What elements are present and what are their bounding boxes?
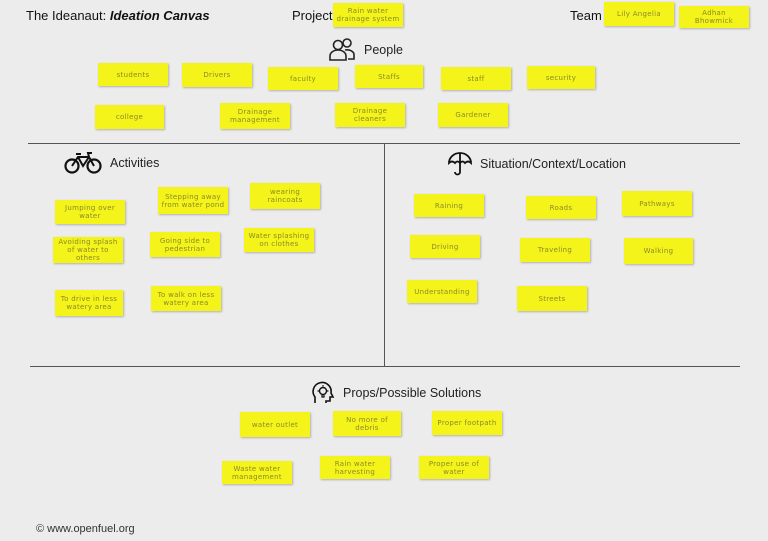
sticky-note[interactable]: wearing raincoats <box>250 183 320 209</box>
sticky-note[interactable]: faculty <box>268 67 338 90</box>
section-situation: Situation/Context/Location <box>448 151 626 177</box>
sticky-note[interactable]: Proper footpath <box>432 411 502 435</box>
sticky-note-team-2[interactable]: Adhan Bhowmick <box>679 6 749 28</box>
brand-subtitle: Ideation Canvas <box>109 8 210 23</box>
sticky-note[interactable]: Driving <box>410 235 480 258</box>
sticky-note[interactable]: security <box>527 66 595 89</box>
divider-bottom <box>30 366 740 367</box>
sticky-note[interactable]: staff <box>441 67 511 90</box>
sticky-note[interactable]: water outlet <box>240 412 310 437</box>
section-title-props: Props/Possible Solutions <box>343 386 482 400</box>
sticky-note[interactable]: Understanding <box>407 280 477 303</box>
sticky-note[interactable]: To walk on less watery area <box>151 286 221 311</box>
team-label: Team : <box>570 8 610 23</box>
sticky-note[interactable]: Drivers <box>182 63 252 87</box>
sticky-note[interactable]: Drainage cleaners <box>335 103 405 127</box>
sticky-note[interactable]: To drive in less watery area <box>55 290 123 316</box>
lightbulb-head-icon <box>311 381 335 405</box>
sticky-note[interactable]: college <box>95 105 164 129</box>
sticky-note[interactable]: Avoiding splash of water to others <box>53 237 123 263</box>
sticky-note[interactable]: Going side to pedestrian <box>150 232 220 257</box>
people-icon <box>328 38 356 62</box>
sticky-note[interactable]: Waste water management <box>222 461 292 484</box>
footer-copyright: © www.openfuel.org <box>36 523 135 535</box>
sticky-note[interactable]: Rain water harvesting <box>320 456 390 479</box>
sticky-note[interactable]: Roads <box>526 196 596 219</box>
section-title-activities: Activities <box>110 156 160 170</box>
brand-title: The Ideanaut: Ideation Canvas <box>26 8 210 23</box>
umbrella-icon <box>448 151 472 177</box>
sticky-note[interactable]: No more of debris <box>333 411 401 436</box>
sticky-note[interactable]: Streets <box>517 286 587 311</box>
section-props: Props/Possible Solutions <box>311 381 481 405</box>
sticky-note[interactable]: Jumping over water <box>55 200 125 224</box>
sticky-note-team-1[interactable]: Lily Angelia <box>604 2 674 26</box>
project-label: Project: <box>292 8 337 23</box>
sticky-note[interactable]: Water splashing on clothes <box>244 228 314 252</box>
sticky-note[interactable]: Raining <box>414 194 484 217</box>
bicycle-icon <box>64 152 102 174</box>
section-title-people: People <box>364 43 403 57</box>
sticky-note[interactable]: Staffs <box>355 65 423 88</box>
sticky-note[interactable]: Drainage management <box>220 103 290 129</box>
divider-vertical <box>384 143 385 366</box>
sticky-note[interactable]: Gardener <box>438 103 508 127</box>
sticky-note-project[interactable]: Rain water drainage system <box>333 3 403 27</box>
sticky-note[interactable]: Traveling <box>520 238 590 262</box>
brand-name: The Ideanaut: <box>26 8 107 23</box>
sticky-note[interactable]: students <box>98 63 168 86</box>
sticky-note[interactable]: Proper use of water <box>419 456 489 479</box>
sticky-note[interactable]: Walking <box>624 238 693 264</box>
sticky-note[interactable]: Pathways <box>622 191 692 216</box>
sticky-note[interactable]: Stepping away from water pond <box>158 187 228 214</box>
section-title-situation: Situation/Context/Location <box>480 157 626 171</box>
section-people: People <box>328 38 403 62</box>
section-activities: Activities <box>64 152 159 174</box>
